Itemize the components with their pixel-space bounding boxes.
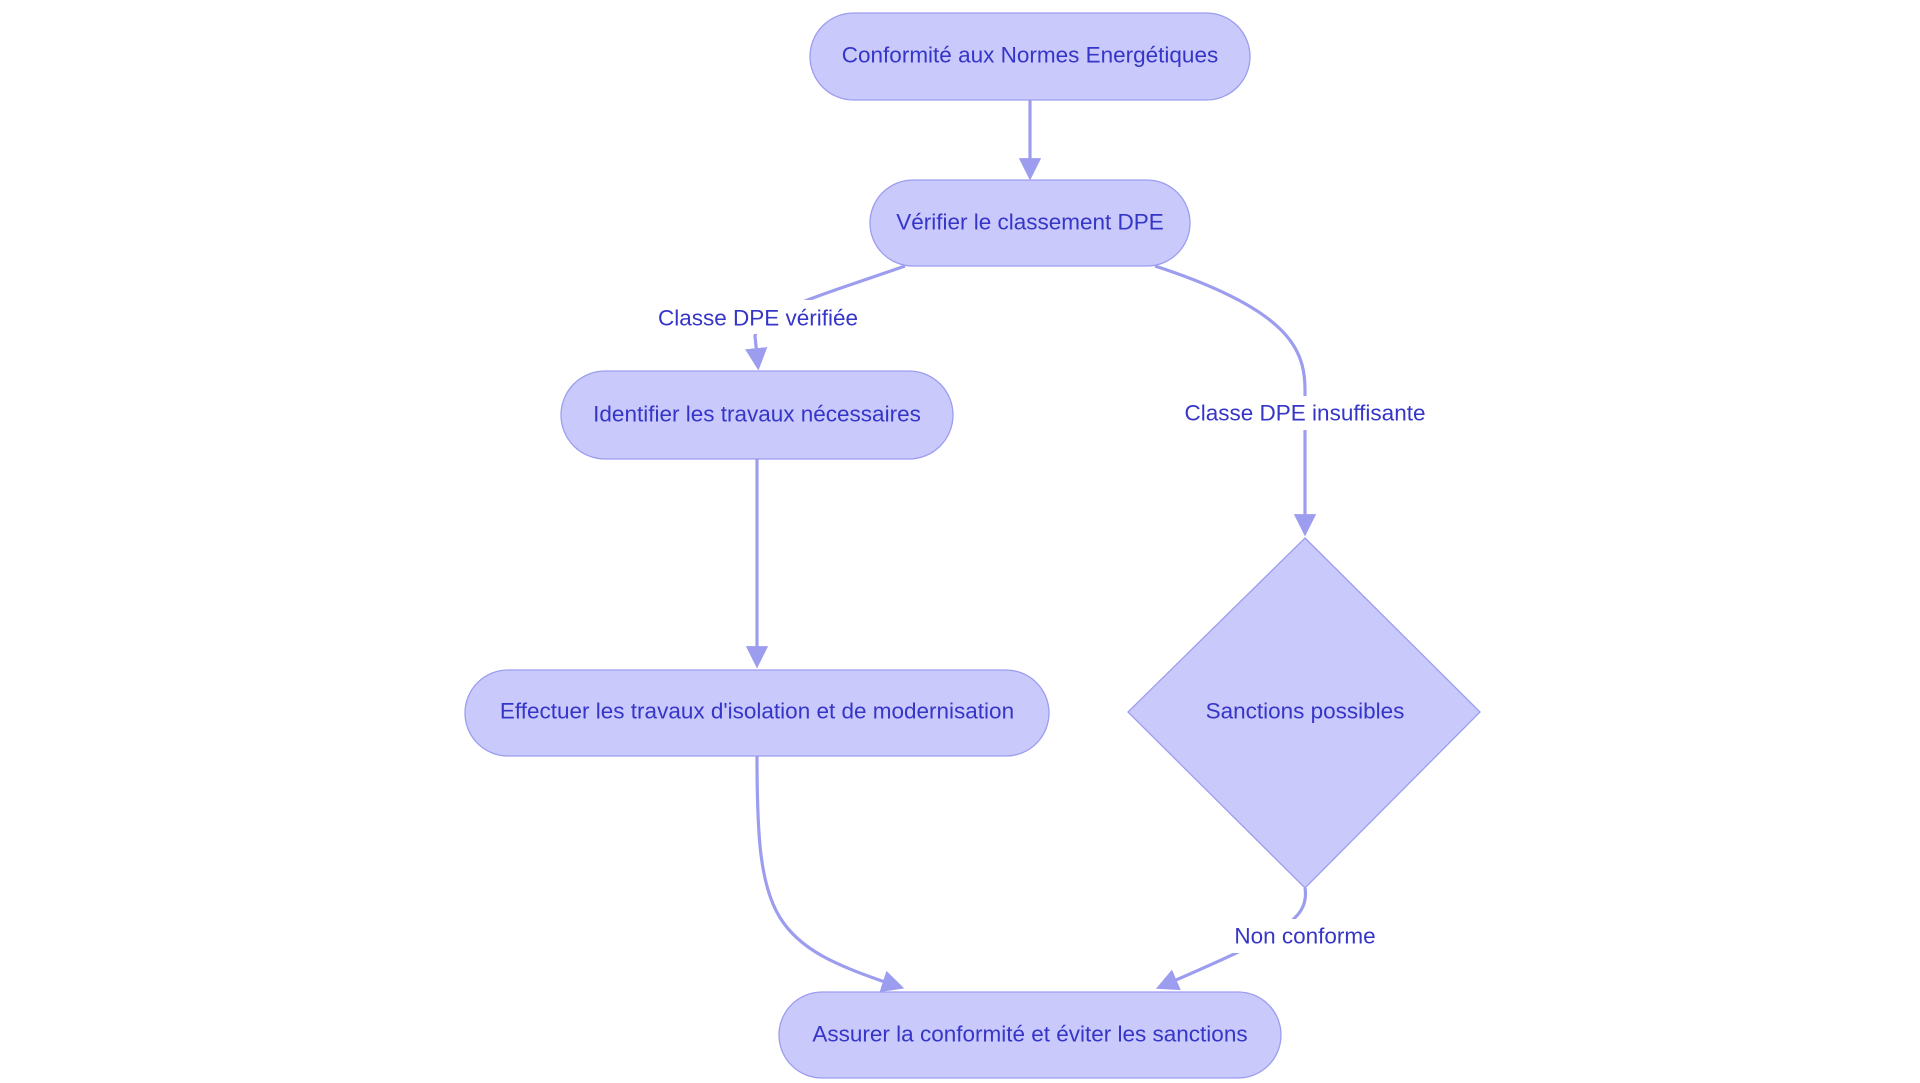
node-shape	[869, 179, 1191, 267]
edge-label-text: Non conforme	[1234, 924, 1375, 949]
edge-label-text: Classe DPE insuffisante	[1185, 401, 1426, 426]
node-label: Conformité aux Normes Energétiques	[842, 43, 1218, 68]
edge-label-background	[1182, 396, 1428, 430]
edge-effectuer-to-assurer	[755, 755, 905, 993]
node-shape	[464, 669, 1050, 757]
edge-label-non-conforme: Non conforme	[1230, 919, 1380, 953]
node-label: Vérifier le classement DPE	[896, 210, 1164, 235]
edge-label-text: Classe DPE vérifiée	[658, 306, 858, 331]
node-sanctions-possibles[interactable]: Sanctions possibles	[1127, 537, 1481, 889]
node-shape	[1127, 537, 1481, 889]
edge-label-background	[1230, 919, 1380, 953]
node-label: Effectuer les travaux d'isolation et de …	[500, 699, 1014, 724]
node-shape	[809, 12, 1251, 101]
edge-verifier-to-sanctions	[1154, 264, 1317, 537]
node-effectuer-travaux[interactable]: Effectuer les travaux d'isolation et de …	[464, 669, 1050, 757]
node-verifier-dpe[interactable]: Vérifier le classement DPE	[869, 179, 1191, 267]
edge-label-classe-dpe-insuffisante: Classe DPE insuffisante	[1182, 396, 1428, 430]
node-assurer-conformite[interactable]: Assurer la conformité et éviter les sanc…	[778, 991, 1282, 1079]
node-label: Sanctions possibles	[1206, 699, 1405, 724]
edge-label-background	[658, 300, 858, 334]
nodes: Conformité aux Normes Energétiques Vérif…	[464, 12, 1481, 1079]
node-shape	[560, 370, 954, 460]
node-identifier-travaux[interactable]: Identifier les travaux nécessaires	[560, 370, 954, 460]
node-conformite-normes[interactable]: Conformité aux Normes Energétiques	[809, 12, 1251, 101]
edge-labels: Classe DPE vérifiée Classe DPE insuffisa…	[658, 300, 1428, 953]
node-shape	[778, 991, 1282, 1079]
edge-label-classe-dpe-verifiee: Classe DPE vérifiée	[658, 300, 858, 334]
node-label: Identifier les travaux nécessaires	[593, 402, 921, 427]
node-label: Assurer la conformité et éviter les sanc…	[812, 1022, 1247, 1047]
